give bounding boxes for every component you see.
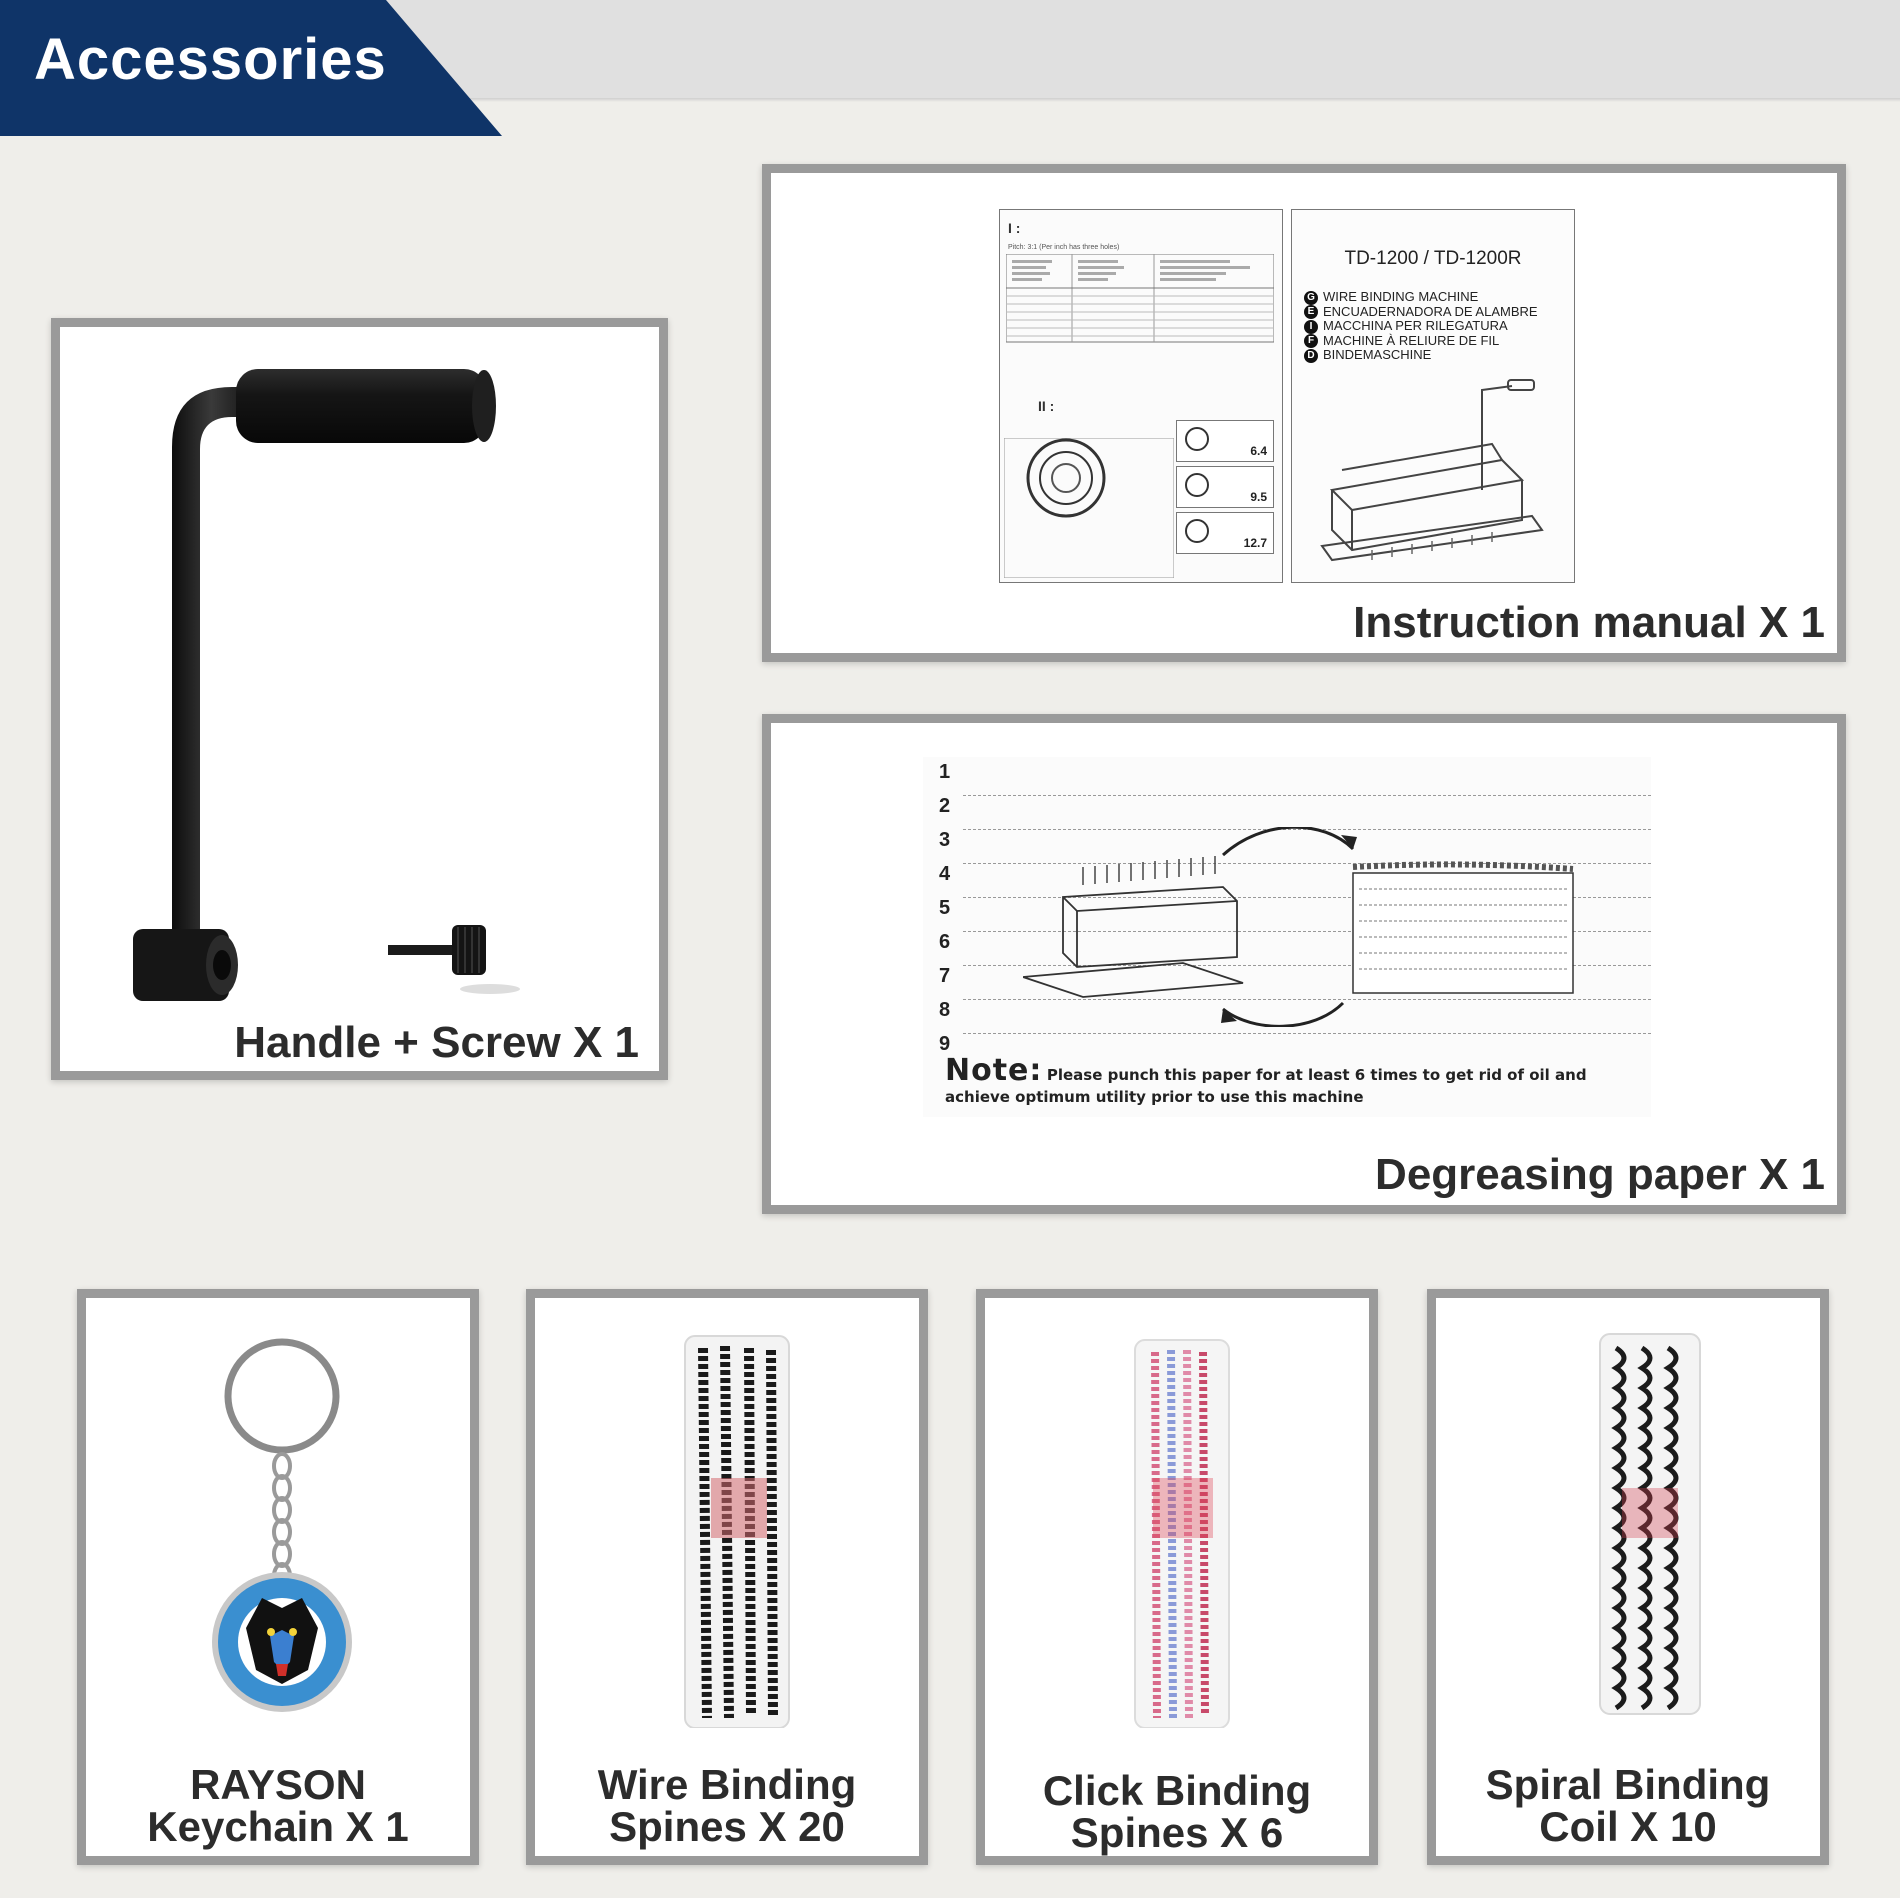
dial-row-3: 12.7 <box>1176 512 1274 554</box>
handle-caption: Handle + Screw X 1 <box>234 1018 639 1067</box>
page-title: Accessories <box>34 27 387 92</box>
manual-caption: Instruction manual X 1 <box>1353 598 1825 647</box>
punching-diagram <box>1023 827 1574 1027</box>
note-title: Note: <box>945 1053 1043 1088</box>
dial-icon <box>1185 473 1209 497</box>
line-number: 9 <box>939 1033 951 1055</box>
dashed-line <box>963 999 1651 1000</box>
dial-row-2: 9.5 <box>1176 466 1274 508</box>
manual-model: TD-1200 / TD-1200R <box>1344 248 1522 269</box>
line-number: 4 <box>939 863 951 885</box>
spiral-coil-caption-line2: Coil X 10 <box>1539 1803 1717 1850</box>
manual-table <box>1006 254 1274 343</box>
click-spines-caption-line2: Spines X 6 <box>1070 1809 1284 1856</box>
dashed-line <box>963 897 1651 898</box>
wire-spines-caption-line2: Spines X 20 <box>609 1803 845 1850</box>
degreasing-sheet: 1 2 3 4 5 6 7 8 9 <box>923 757 1651 1117</box>
click-spines-caption-line1: Click Binding <box>1042 1767 1312 1814</box>
spiral-coil-caption-line1: Spiral Binding <box>1485 1761 1771 1808</box>
manual-left-page: I : Pitch: 3:1 (Per inch has three holes… <box>999 209 1283 583</box>
click-spines-card: Click Binding Spines X 6 <box>976 1289 1378 1865</box>
line-number: 3 <box>939 829 951 851</box>
handle-card: Handle + Screw X 1 <box>51 318 668 1080</box>
spiral-coil-card: Spiral Binding Coil X 10 <box>1427 1289 1829 1865</box>
wire-spines-caption: Wire Binding Spines X 20 <box>535 1764 919 1848</box>
top-bar-shadow <box>0 98 1900 102</box>
dial-value: 12.7 <box>1243 536 1267 550</box>
dial-diagram <box>1004 438 1174 578</box>
dial-icon <box>1185 519 1209 543</box>
line-number: 8 <box>939 999 951 1021</box>
keychain-card: RAYSON Keychain X 1 <box>77 1289 479 1865</box>
manual-card: I : Pitch: 3:1 (Per inch has three holes… <box>762 164 1846 662</box>
dial-row-1: 6.4 <box>1176 420 1274 462</box>
manual-section-one: I : <box>1008 220 1021 236</box>
dashed-line <box>963 931 1651 932</box>
dashed-line <box>963 829 1651 830</box>
handle-image <box>133 369 520 1001</box>
click-spines-caption: Click Binding Spines X 6 <box>985 1770 1369 1854</box>
degreasing-note: Note: Please punch this paper for at lea… <box>945 1053 1645 1107</box>
dial-value: 6.4 <box>1250 444 1267 458</box>
wire-spines-caption-line1: Wire Binding <box>597 1761 857 1808</box>
dashed-line <box>963 965 1651 966</box>
dashed-line <box>963 863 1651 864</box>
line-number: 2 <box>939 795 951 817</box>
keychain-image <box>212 1338 352 1712</box>
spiral-coil-caption: Spiral Binding Coil X 10 <box>1436 1764 1820 1848</box>
manual-section-two: II : <box>1038 398 1055 414</box>
degreasing-card: 1 2 3 4 5 6 7 8 9 <box>762 714 1846 1214</box>
keychain-caption: RAYSON Keychain X 1 <box>86 1764 470 1848</box>
line-number: 7 <box>939 965 951 987</box>
click-spines-image <box>1134 1339 1230 1728</box>
line-number: 5 <box>939 897 951 919</box>
manual-pitch-note: Pitch: 3:1 (Per inch has three holes) <box>1008 244 1120 251</box>
spiral-coil-image <box>1599 1333 1701 1715</box>
dial-icon <box>1185 427 1209 451</box>
keychain-caption-line2: Keychain X 1 <box>147 1803 409 1850</box>
wire-spines-card: Wire Binding Spines X 20 <box>526 1289 928 1865</box>
degreasing-caption: Degreasing paper X 1 <box>1375 1150 1825 1199</box>
line-number: 1 <box>939 761 951 783</box>
note-text: Please punch this paper for at least 6 t… <box>945 1066 1587 1106</box>
line-number: 6 <box>939 931 951 953</box>
dial-value: 9.5 <box>1250 490 1267 504</box>
dashed-line <box>963 795 1651 796</box>
wire-spines-image <box>684 1335 790 1728</box>
binding-machine-drawing <box>1320 379 1544 562</box>
keychain-caption-line1: RAYSON <box>190 1761 366 1808</box>
dashed-line <box>963 1033 1651 1034</box>
